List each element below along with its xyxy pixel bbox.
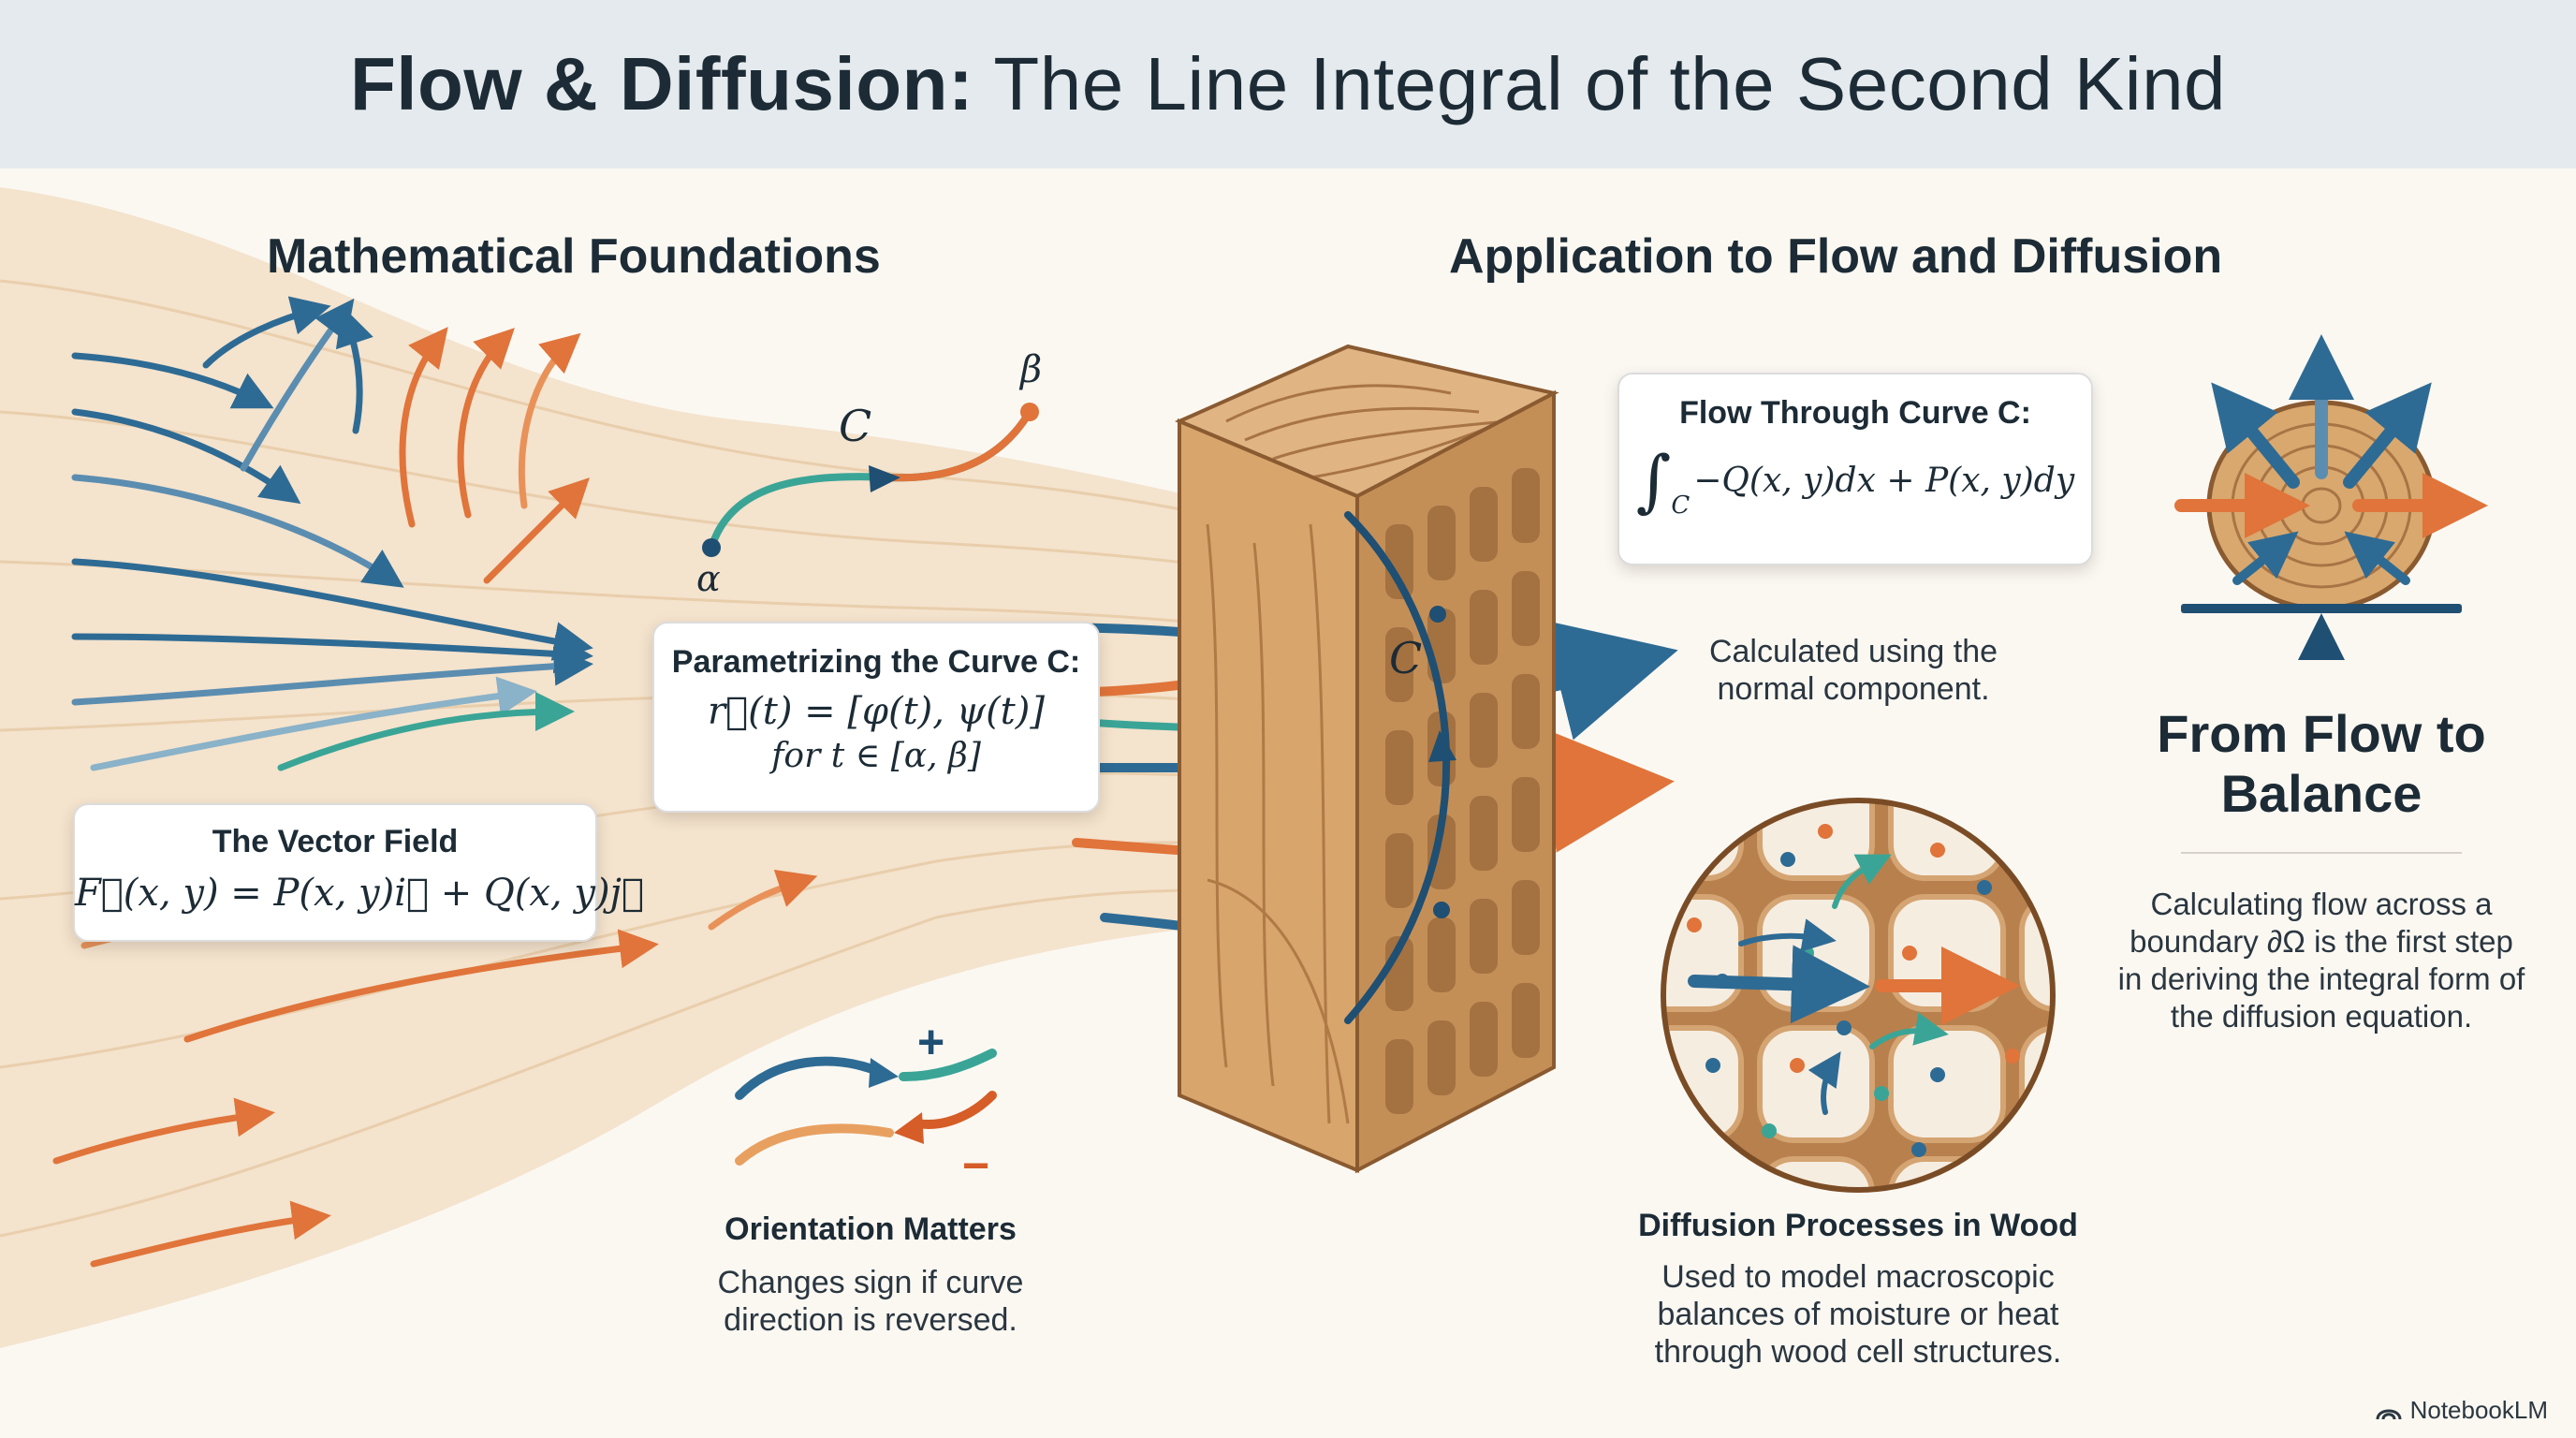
curve-label-beta: β <box>1020 348 1043 391</box>
integral-subscript: C <box>1671 492 1690 520</box>
diffusion-title: Diffusion Processes in Wood <box>1638 1208 2078 1243</box>
flow-through-formula: −Q(x, y)dx + P(x, y)dy <box>1693 461 2075 500</box>
curve-label-alpha: α <box>696 558 721 599</box>
curve-c-diagram <box>702 403 1039 557</box>
orientation-diagram <box>735 1049 997 1166</box>
right-section-heading: Application to Flow and Diffusion <box>1449 229 2223 284</box>
title-banner: Flow & Diffusion: The Line Integral of t… <box>0 0 2576 169</box>
parametrize-formula: r⃗(t) = [φ(t), ψ(t)] <box>708 690 1045 733</box>
integral-sign: ∫ <box>1635 441 1672 520</box>
balance-divider <box>2181 852 2462 854</box>
parametrize-range: for t ∈ [α, β] <box>771 737 981 775</box>
curve-end-point <box>1020 403 1039 421</box>
orientation-minus: − <box>962 1139 990 1192</box>
wood-block-illustration <box>1174 344 1559 1174</box>
flow-through-formula-row: ∫ C −Q(x, y)dx + P(x, y)dy <box>1619 441 2091 520</box>
flow-through-card: Flow Through Curve C: ∫ C −Q(x, y)dx + P… <box>1617 373 2093 565</box>
orientation-title: Orientation Matters <box>724 1211 1017 1247</box>
parametrize-title: Parametrizing the Curve C: <box>671 644 1081 680</box>
balance-title: From Flow to Balance <box>2157 704 2486 823</box>
notebooklm-watermark: NotebookLM <box>2375 1396 2548 1425</box>
curve-direction-arrow <box>869 465 900 492</box>
page-title-regular: The Line Integral of the Second Kind <box>993 42 2227 125</box>
curve-label-c: C <box>839 401 872 451</box>
vector-field-title: The Vector Field <box>212 824 459 859</box>
vector-field-card: The Vector Field F⃗(x, y) = P(x, y)i⃗ + … <box>73 803 644 942</box>
vector-field-formula: F⃗(x, y) = P(x, y)i⃗ + Q(x, y)j⃗ <box>75 872 644 915</box>
page-title-bold: Flow & Diffusion: <box>349 42 974 125</box>
watermark-text: NotebookLM <box>2409 1396 2548 1424</box>
parametrize-card: Parametrizing the Curve C: r⃗(t) = [φ(t)… <box>652 622 1100 813</box>
balance-body: Calculating flow across a boundary ∂Ω is… <box>2117 887 2525 1034</box>
left-section-heading: Mathematical Foundations <box>267 229 881 284</box>
notebooklm-logo-icon <box>2376 1409 2402 1419</box>
balance-illustration <box>2174 334 2488 660</box>
wood-curve-label: C <box>1389 633 1423 683</box>
flow-through-caption: Calculated using the normal component. <box>1708 634 1998 707</box>
curve-start-point <box>702 538 721 557</box>
orientation-body: Changes sign if curve direction is rever… <box>717 1265 1024 1338</box>
page-title: Flow & Diffusion: The Line Integral of t… <box>350 41 2226 127</box>
diffusion-body: Used to model macroscopic balances of mo… <box>1654 1259 2062 1370</box>
flow-through-title: Flow Through Curve C: <box>1679 395 2031 431</box>
orientation-plus: + <box>917 1016 945 1068</box>
diffusion-cells-illustration <box>1661 798 2056 1193</box>
